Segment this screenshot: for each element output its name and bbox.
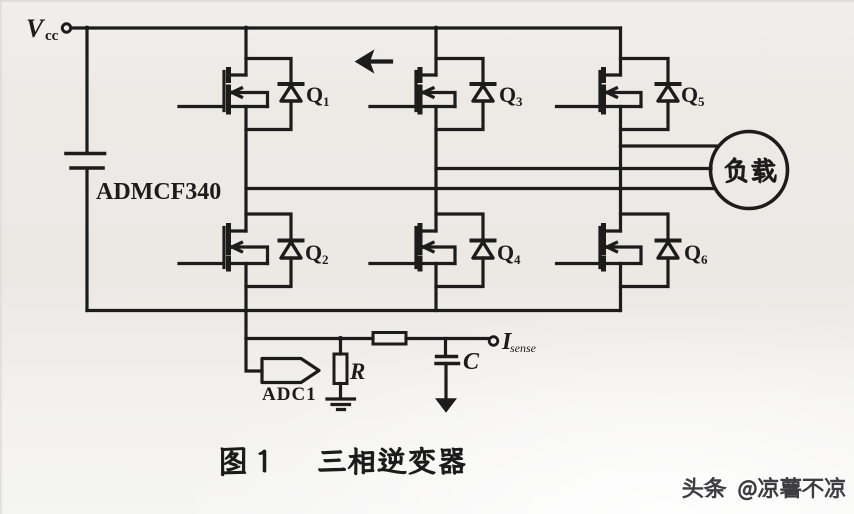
svg-text:C: C [463, 349, 480, 375]
svg-text:Q: Q [306, 82, 323, 107]
svg-text:4: 4 [514, 252, 521, 267]
svg-text:V: V [26, 14, 46, 43]
svg-text:ADC1: ADC1 [262, 384, 317, 405]
svg-text:Q: Q [684, 240, 701, 265]
svg-text:ADMCF340: ADMCF340 [96, 179, 221, 205]
svg-text:Q: Q [681, 82, 698, 107]
svg-text:I: I [501, 329, 513, 355]
svg-text:Q: Q [497, 240, 514, 265]
svg-text:3: 3 [516, 94, 523, 109]
svg-text:cc: cc [45, 28, 59, 44]
svg-text:5: 5 [698, 94, 705, 109]
svg-text:sense: sense [510, 341, 537, 355]
svg-text:Q: Q [305, 240, 322, 265]
svg-text:1: 1 [323, 94, 330, 109]
svg-text:6: 6 [701, 252, 708, 267]
svg-text:Q: Q [499, 82, 516, 107]
svg-text:2: 2 [322, 252, 329, 267]
svg-text:R: R [349, 359, 365, 384]
